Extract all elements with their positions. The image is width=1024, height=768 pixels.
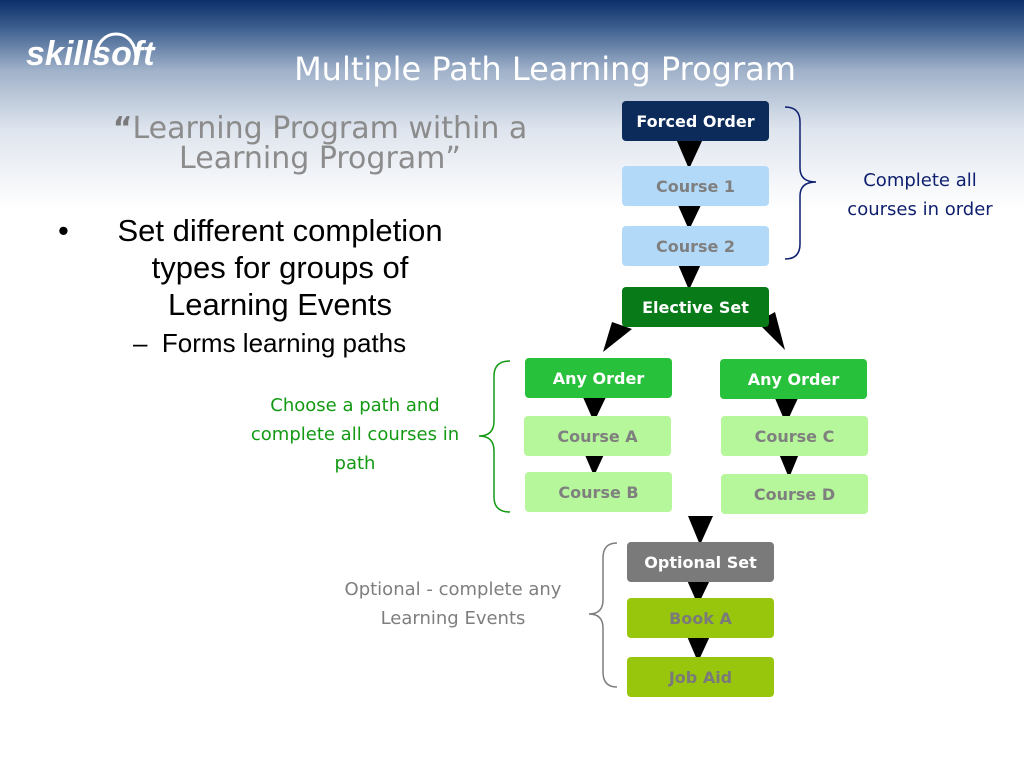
optional-set-box: Optional Set <box>627 542 774 582</box>
arrow-down-icon <box>686 634 711 662</box>
note-choose-path: Choose a path and complete all courses i… <box>250 395 460 474</box>
subtitle-text: Learning Program within a Learning Progr… <box>132 111 528 176</box>
course-a-box: Course A <box>524 416 671 456</box>
course-c-box: Course C <box>721 416 868 456</box>
open-quote: “ <box>112 111 133 146</box>
any-order-right-box: Any Order <box>720 359 867 399</box>
sub-bullet: – Forms learning paths <box>133 328 406 359</box>
brace-forced-order <box>784 106 817 260</box>
course-d-box: Course D <box>721 474 868 514</box>
arrow-down-icon <box>677 203 702 230</box>
arrow-down-icon <box>777 449 801 478</box>
bullet-marker: • <box>58 213 69 248</box>
course-1-box: Course 1 <box>622 166 769 206</box>
arrow-down-icon <box>582 395 607 422</box>
bullet-point: • Set different completion types for gro… <box>58 212 478 323</box>
forced-order-box: Forced Order <box>622 101 769 141</box>
note-forced-order: Complete all courses in order <box>847 170 993 220</box>
arrow-down-icon <box>774 396 799 424</box>
course-b-box: Course B <box>525 472 672 512</box>
job-aid-box: Job Aid <box>627 657 774 697</box>
sub-bullet-text: Forms learning paths <box>161 328 407 358</box>
svg-text:skillsoft: skillsoft <box>26 35 156 73</box>
arrow-down-icon <box>686 578 711 605</box>
skillsoft-logo: skillsoft <box>26 32 156 73</box>
brace-paths <box>478 360 511 513</box>
sub-bullet-marker: – <box>133 328 148 358</box>
course-2-box: Course 2 <box>622 226 769 266</box>
arrow-diagonal-icon <box>603 322 632 352</box>
arrow-down-icon <box>677 141 702 169</box>
elective-set-box: Elective Set <box>622 287 769 327</box>
bullet-text: Set different completion types for group… <box>117 213 443 322</box>
slide-title: Multiple Path Learning Program <box>294 50 796 88</box>
note-optional: Optional - complete any Learning Events <box>344 579 562 629</box>
arrow-down-icon <box>677 262 702 290</box>
arrow-down-icon <box>688 516 713 545</box>
book-a-box: Book A <box>627 598 774 638</box>
brace-optional <box>588 542 618 688</box>
any-order-left-box: Any Order <box>525 358 672 398</box>
slide-subtitle: “Learning Program within a Learning Prog… <box>60 114 580 174</box>
